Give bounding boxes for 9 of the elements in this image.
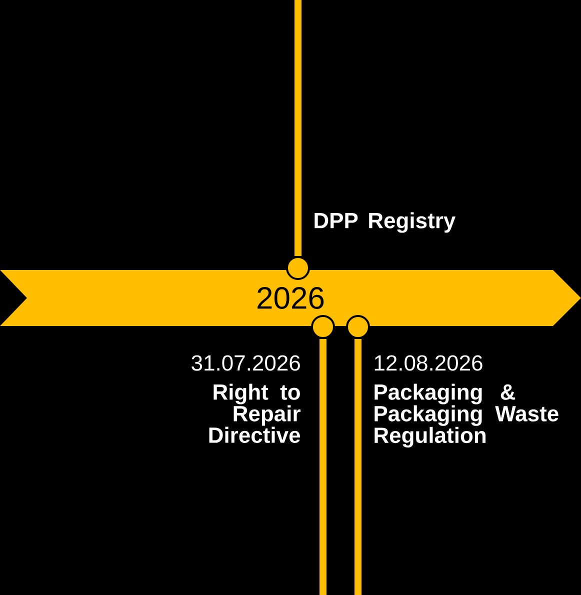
milestone-title: DPP Registry bbox=[314, 212, 456, 233]
milestone-title: Packaging & Packaging Waste Regulation bbox=[374, 384, 558, 448]
milestone-date: 12.08.2026 bbox=[374, 355, 482, 371]
milestone-title: Right to Repair Directive bbox=[209, 384, 300, 443]
timeline-line bbox=[320, 339, 326, 595]
timeline-line bbox=[354, 339, 362, 595]
timeline-band: 2026 bbox=[0, 270, 581, 326]
milestone-date: 31.07.2026 bbox=[192, 355, 300, 371]
timeline-line bbox=[294, 0, 302, 256]
